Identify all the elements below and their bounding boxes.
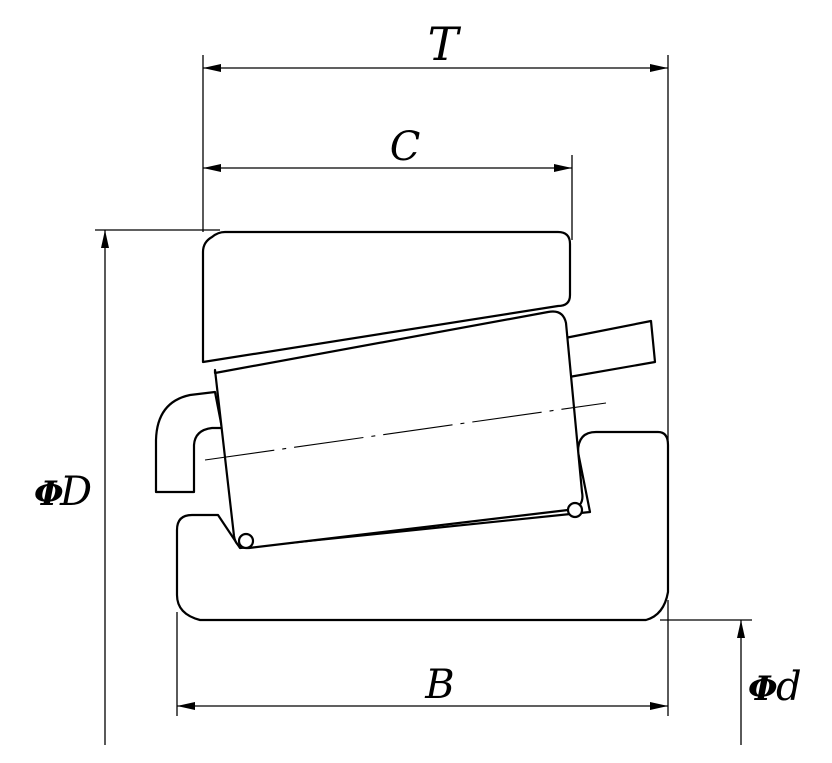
tapered-roller	[213, 310, 584, 550]
roller-center-line	[204, 402, 607, 461]
extension-lines	[95, 55, 752, 716]
arrowhead-C-right	[554, 164, 572, 172]
dimension-T: T	[203, 17, 668, 72]
label-phid-symbol: Φ	[748, 669, 778, 709]
arrowhead-phid-top	[737, 620, 745, 638]
label-B: B	[424, 662, 454, 708]
dimension-C: C	[203, 124, 572, 172]
arrowhead-C-left	[203, 164, 221, 172]
roller-corner-fillet-left	[237, 532, 255, 550]
label-C: C	[390, 124, 421, 170]
roller-shaft-stub	[563, 319, 657, 379]
label-phiD: D	[59, 469, 92, 515]
arrowhead-B-right	[650, 702, 668, 710]
inner-ring	[175, 430, 670, 622]
dimension-B: B	[177, 662, 668, 710]
label-T: T	[428, 17, 462, 71]
roller-corner-fillet-right	[566, 501, 584, 519]
label-phid: d	[776, 664, 802, 710]
dimension-phid: Φ d	[737, 620, 802, 745]
dimension-phiD: Φ D	[34, 230, 109, 745]
arrowhead-T-right	[650, 64, 668, 72]
arrowhead-T-left	[203, 64, 221, 72]
arrowhead-phiD-top	[101, 230, 109, 248]
outer-ring	[201, 230, 572, 364]
arrowhead-B-left	[177, 702, 195, 710]
roller-cage-hook	[154, 390, 224, 494]
label-phiD-symbol: Φ	[34, 474, 64, 514]
